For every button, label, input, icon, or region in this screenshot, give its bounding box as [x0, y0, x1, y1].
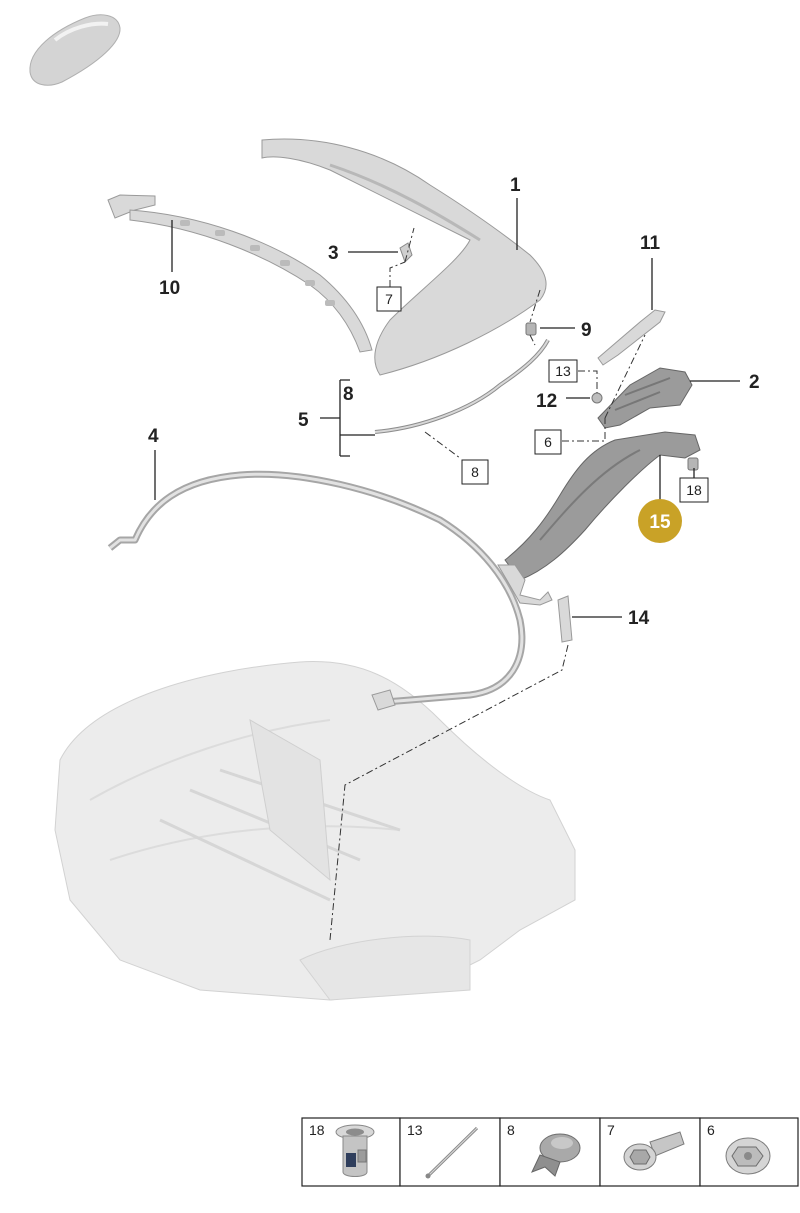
box-13	[548, 359, 578, 383]
part-14-strut[interactable]	[557, 595, 573, 643]
car-thumbnail-icon[interactable]	[29, 14, 121, 86]
label-1: 1	[510, 175, 521, 196]
label-12: 12	[536, 391, 557, 412]
boxed-labels: 7 13 6 8 18	[376, 286, 709, 503]
callout-labels: 1 3 10 9 11 2 12 8 5 4 14	[148, 175, 760, 629]
plug-8-icon[interactable]	[531, 1133, 581, 1177]
box-8	[461, 459, 489, 485]
leader-lines	[154, 198, 740, 618]
parts-table: 18 13 8 7 6	[301, 1117, 799, 1187]
box-18	[679, 477, 709, 503]
part-5-seal[interactable]	[374, 339, 550, 434]
box-8-text: 8	[471, 464, 479, 480]
table-num-8: 8	[507, 1122, 515, 1138]
part-3-clip[interactable]	[399, 242, 413, 263]
part-15-panel[interactable]	[497, 431, 701, 606]
car-body-ghost	[54, 661, 576, 1001]
part-18-clip[interactable]	[687, 457, 699, 471]
label-5: 5	[298, 410, 309, 431]
dash-dot-lines	[329, 227, 646, 941]
label-3: 3	[328, 243, 339, 264]
box-7-text: 7	[385, 291, 393, 307]
label-14: 14	[628, 608, 650, 629]
nut-6-icon[interactable]	[725, 1137, 771, 1175]
box-18-text: 18	[686, 482, 702, 498]
part-11-bracket[interactable]	[597, 309, 666, 366]
wire-13-icon[interactable]	[425, 1126, 479, 1179]
bolt-7-icon[interactable]	[623, 1131, 685, 1171]
table-num-7: 7	[607, 1122, 615, 1138]
part-4-seal-frame[interactable]	[107, 470, 526, 711]
label-10: 10	[159, 278, 180, 299]
part-2-hinge[interactable]	[597, 367, 693, 429]
table-num-13: 13	[407, 1122, 423, 1138]
label-11: 11	[640, 233, 661, 254]
table-num-6: 6	[707, 1122, 715, 1138]
part-10-seal-strip[interactable]	[107, 194, 373, 353]
box-6	[534, 429, 562, 455]
box-6-text: 6	[544, 434, 552, 450]
highlight-15-text: 15	[649, 512, 671, 533]
table-num-18: 18	[309, 1122, 325, 1138]
label-4: 4	[148, 426, 159, 447]
label-2: 2	[749, 372, 760, 393]
box-7	[376, 286, 402, 312]
label-8-bracket: 8	[343, 384, 354, 405]
clip-18-icon[interactable]	[335, 1124, 375, 1177]
part-9-clip[interactable]	[525, 322, 537, 336]
part-1-top-cover[interactable]	[261, 138, 547, 376]
box-13-text: 13	[555, 363, 571, 379]
highlight-callout-15[interactable]: 15	[638, 499, 682, 543]
label-9: 9	[581, 320, 592, 341]
part-12-ball[interactable]	[591, 392, 603, 404]
